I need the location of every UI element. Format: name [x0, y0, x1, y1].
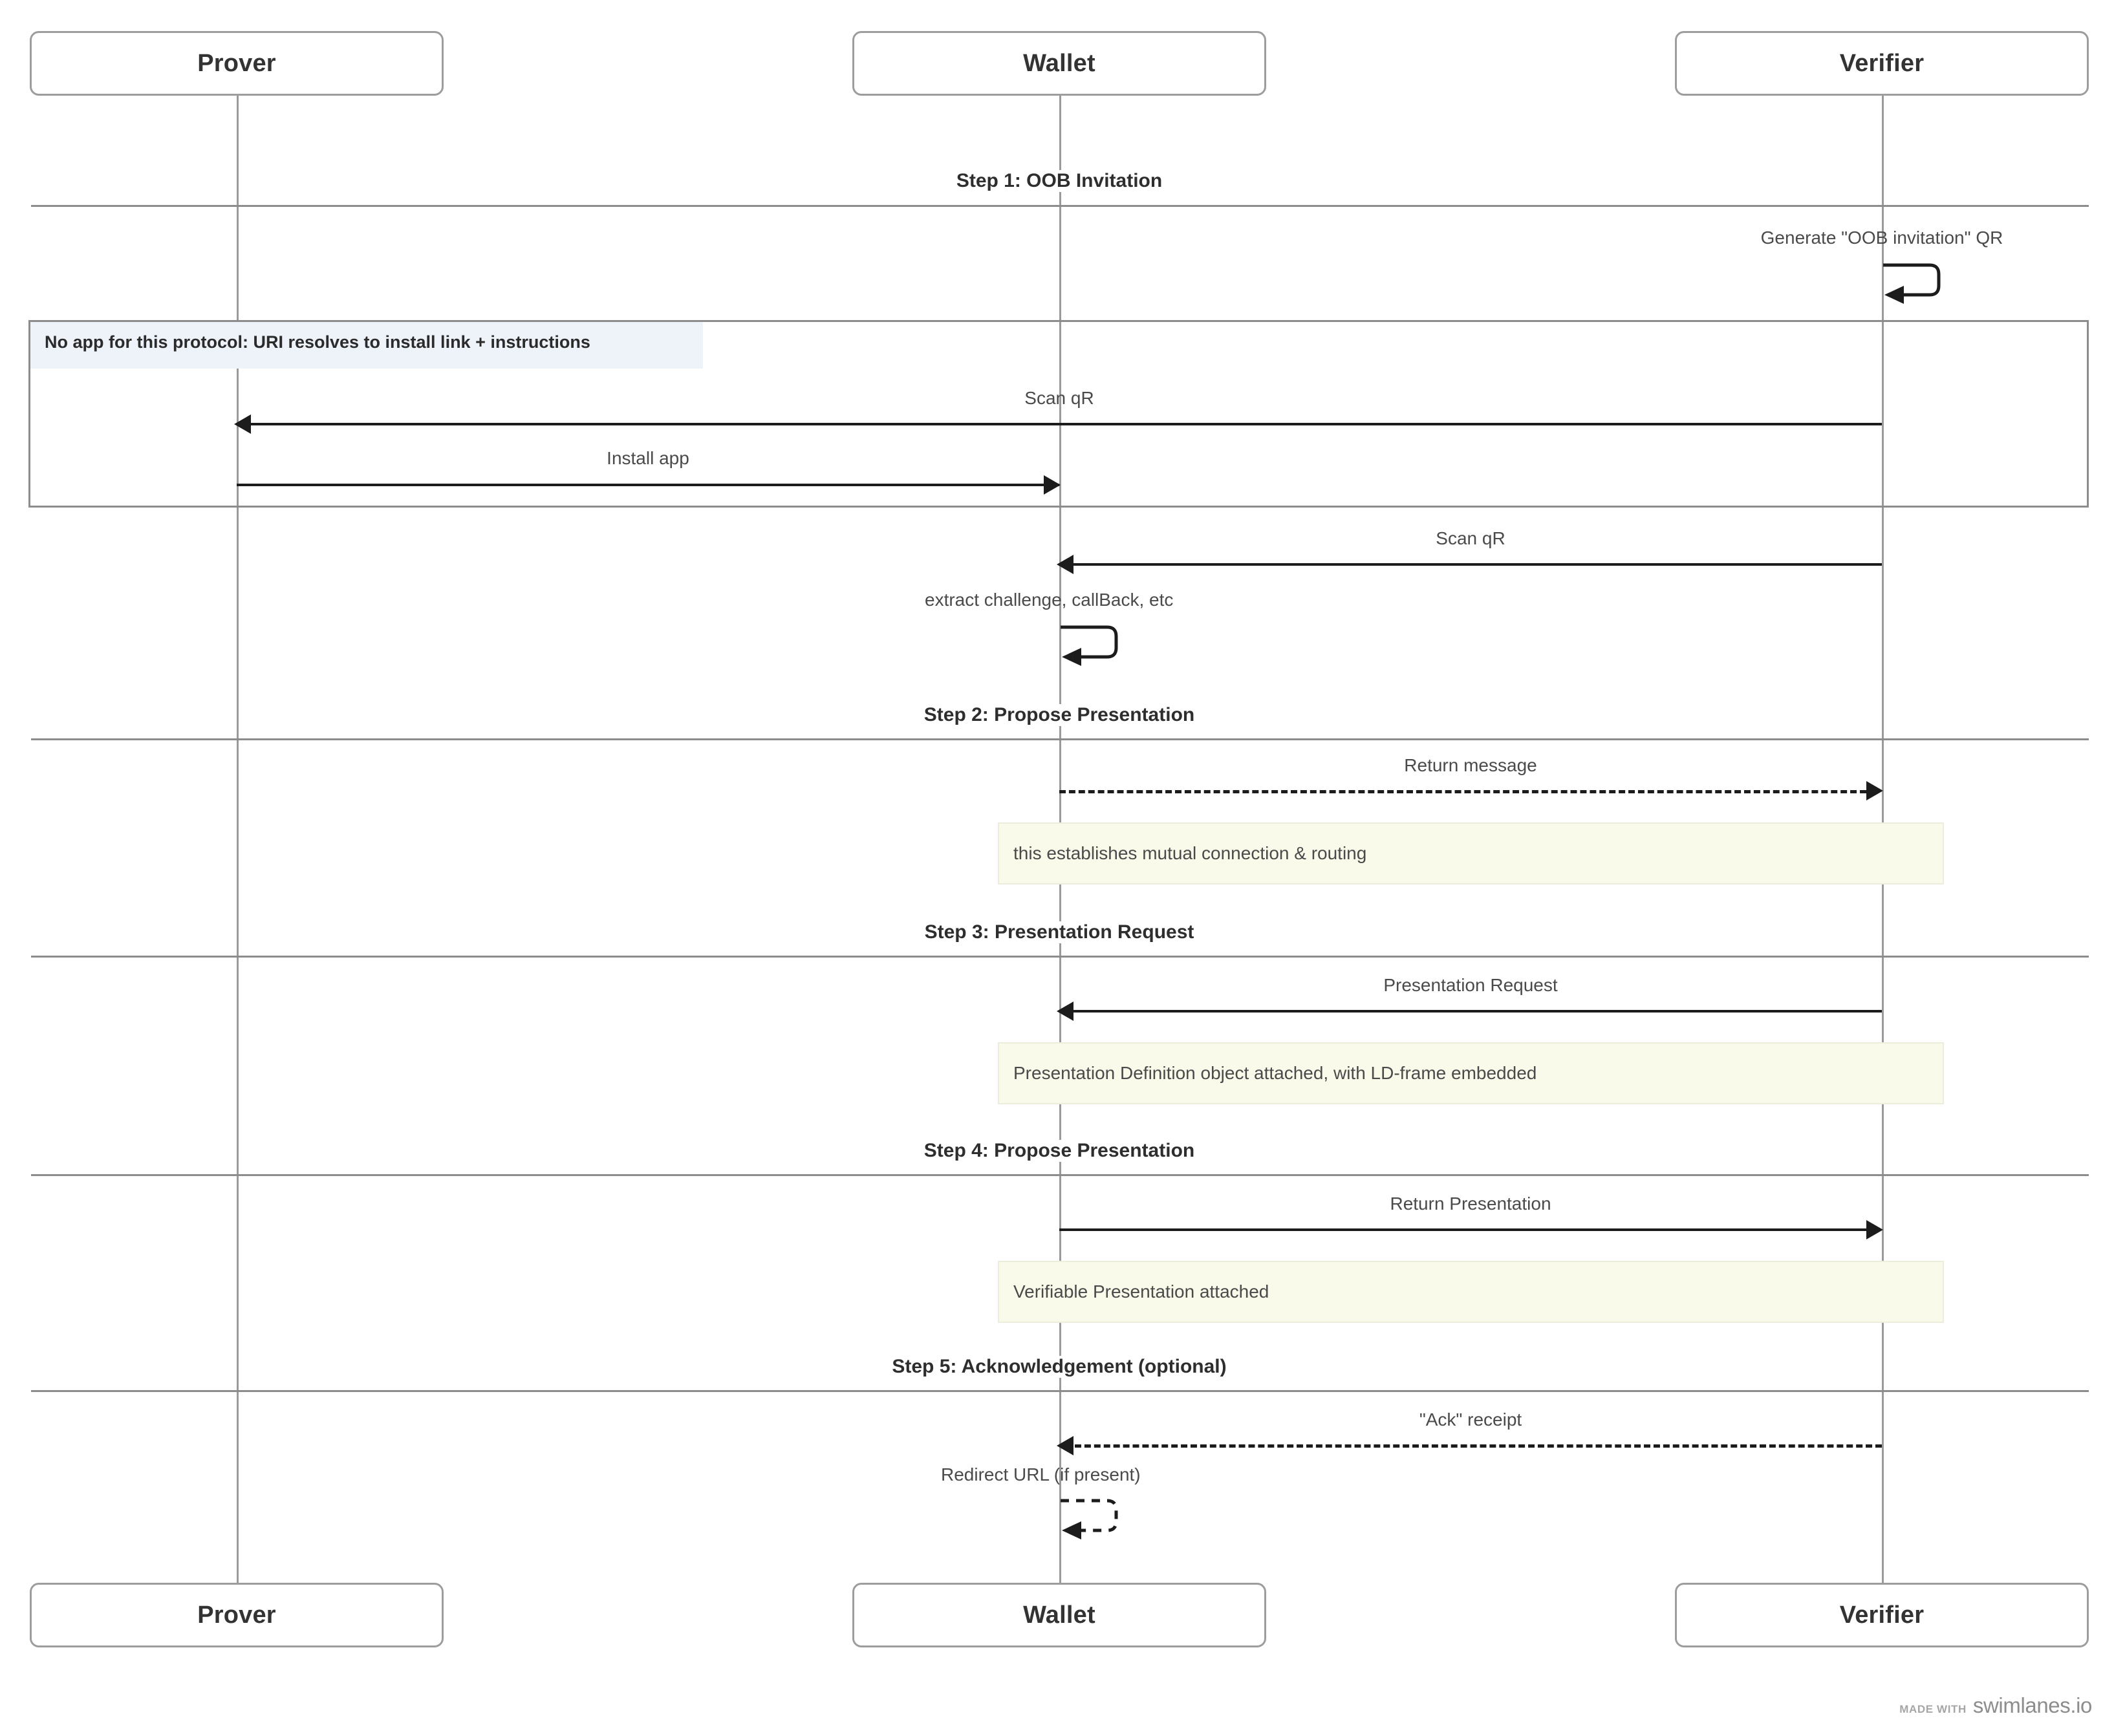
- participant-label-prover-bottom: Prover: [197, 1601, 276, 1629]
- participant-label-wallet: Wallet: [1023, 49, 1095, 77]
- arrowhead-return-presentation: [1866, 1220, 1883, 1239]
- fragment-label-text: No app for this protocol: URI resolves t…: [45, 332, 590, 352]
- step-divider-3: [31, 956, 2089, 958]
- participant-header-prover[interactable]: Prover: [30, 31, 444, 96]
- message-line-scan-qr-2: [1059, 563, 1882, 566]
- note-presentation-definition: Presentation Definition object attached,…: [998, 1042, 1944, 1104]
- participant-header-wallet[interactable]: Wallet: [852, 31, 1266, 96]
- message-label-generate-oob-qr: Generate "OOB invitation" QR: [1760, 228, 2003, 248]
- message-line-presentation-request: [1059, 1010, 1882, 1013]
- fragment-box-no-app: [28, 320, 2089, 508]
- step-label-4: Step 4: Propose Presentation: [917, 1140, 1202, 1162]
- arrowhead-ack-receipt: [1057, 1436, 1073, 1455]
- participant-label-verifier-bottom: Verifier: [1839, 1601, 1925, 1629]
- step-label-2: Step 2: Propose Presentation: [917, 704, 1202, 726]
- arrowhead-presentation-request: [1057, 1002, 1073, 1021]
- step-divider-5: [31, 1390, 2089, 1392]
- arrowhead-scan-qr-1: [234, 414, 251, 434]
- message-label-extract-challenge: extract challenge, callBack, etc: [925, 590, 1174, 610]
- message-line-scan-qr-1: [237, 423, 1882, 425]
- arrowhead-scan-qr-2: [1057, 555, 1073, 574]
- note-text-verifiable-presentation: Verifiable Presentation attached: [1013, 1281, 1269, 1302]
- message-label-scan-qr-1: Scan qR: [1024, 388, 1094, 408]
- participant-footer-verifier[interactable]: Verifier: [1675, 1583, 2089, 1647]
- participant-label-wallet-bottom: Wallet: [1023, 1601, 1095, 1629]
- message-label-install-app: Install app: [607, 448, 689, 468]
- message-line-return-message: [1059, 790, 1866, 793]
- message-line-install-app: [237, 484, 1059, 486]
- message-label-return-message: Return message: [1404, 755, 1537, 775]
- fragment-label-no-app: No app for this protocol: URI resolves t…: [30, 322, 703, 369]
- lifeline-prover: [237, 96, 239, 1583]
- message-line-ack-receipt: [1075, 1444, 1882, 1448]
- arrowhead-install-app: [1044, 475, 1061, 495]
- note-mutual-connection: this establishes mutual connection & rou…: [998, 822, 1944, 884]
- step-divider-1: [31, 205, 2089, 207]
- message-label-presentation-request: Presentation Request: [1383, 975, 1558, 995]
- participant-header-verifier[interactable]: Verifier: [1675, 31, 2089, 96]
- participant-label-verifier: Verifier: [1839, 49, 1925, 77]
- step-label-5: Step 5: Acknowledgement (optional): [885, 1356, 1233, 1378]
- step-divider-4: [31, 1174, 2089, 1176]
- participant-footer-wallet[interactable]: Wallet: [852, 1583, 1266, 1647]
- message-label-ack-receipt: "Ack" receipt: [1419, 1409, 1522, 1430]
- message-label-redirect-url: Redirect URL (if present): [941, 1464, 1141, 1484]
- step-label-3: Step 3: Presentation Request: [918, 921, 1201, 943]
- participant-label-prover: Prover: [197, 49, 276, 77]
- self-message-generate-oob-qr: [1882, 261, 1959, 306]
- self-message-redirect-url: [1059, 1497, 1137, 1542]
- message-label-return-presentation: Return Presentation: [1390, 1194, 1551, 1214]
- note-verifiable-presentation: Verifiable Presentation attached: [998, 1261, 1944, 1323]
- message-label-scan-qr-2: Scan qR: [1436, 528, 1505, 548]
- note-text-mutual-connection: this establishes mutual connection & rou…: [1013, 843, 1367, 863]
- message-line-return-presentation: [1059, 1228, 1866, 1231]
- participant-footer-prover[interactable]: Prover: [30, 1583, 444, 1647]
- self-message-extract-challenge: [1059, 623, 1137, 669]
- arrowhead-return-message: [1866, 781, 1883, 800]
- footer-brand-link[interactable]: swimlanes.io: [1972, 1693, 2093, 1717]
- note-text-presentation-definition: Presentation Definition object attached,…: [1013, 1063, 1537, 1083]
- footer-made-with-label: Made with: [1899, 1703, 1967, 1715]
- step-divider-2: [31, 738, 2089, 740]
- footer-branding[interactable]: Made with swimlanes.io: [1899, 1693, 2092, 1718]
- step-label-1: Step 1: OOB Invitation: [949, 170, 1169, 192]
